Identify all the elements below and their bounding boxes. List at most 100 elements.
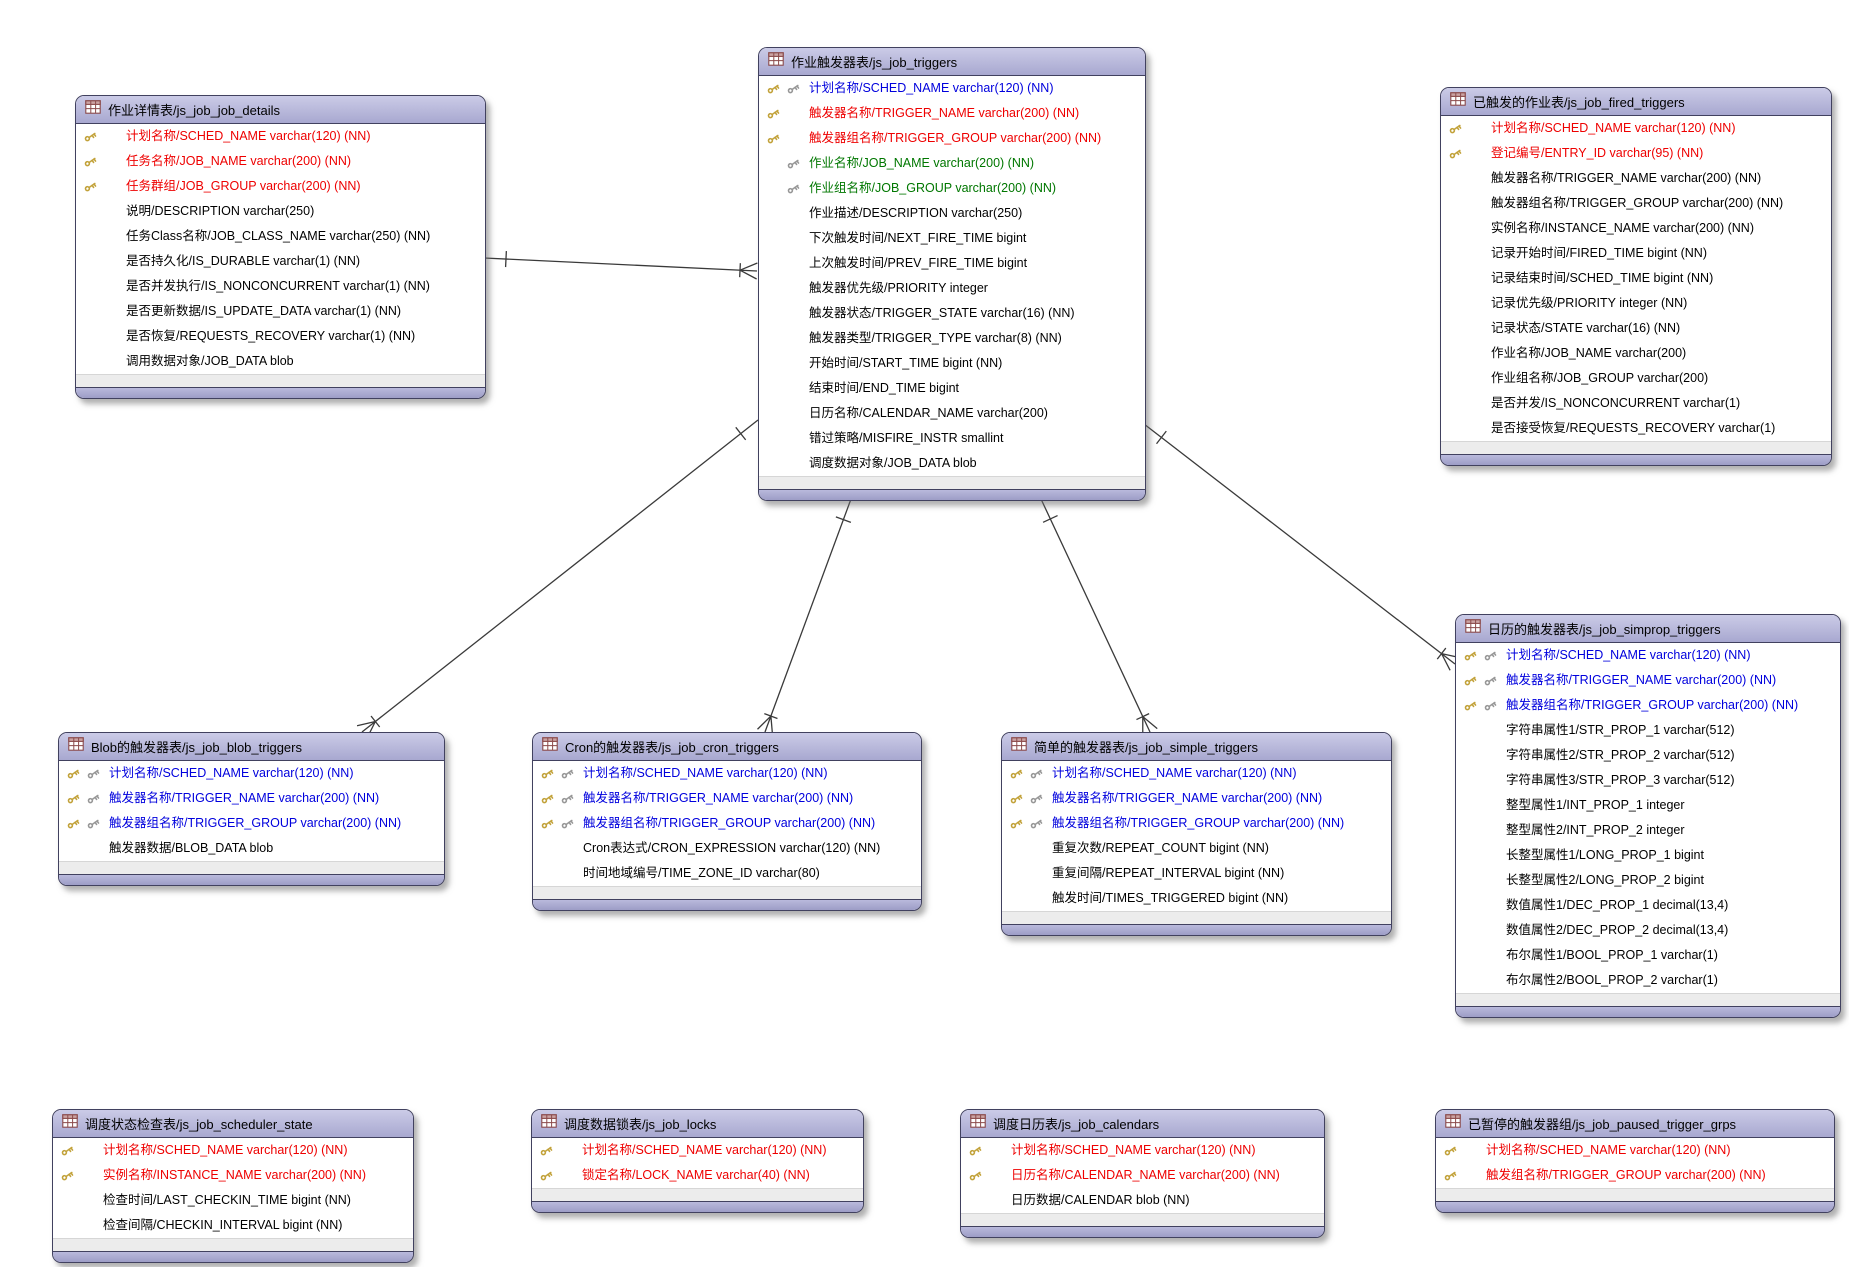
table-header-js_job_locks[interactable]: 调度数据锁表/js_job_locks	[532, 1110, 863, 1138]
field-row[interactable]: 计划名称/SCHED_NAME varchar(120) (NN)	[53, 1138, 413, 1163]
field-row[interactable]: 作业描述/DESCRIPTION varchar(250)	[759, 201, 1145, 226]
field-row[interactable]: 作业组名称/JOB_GROUP varchar(200)	[1441, 366, 1831, 391]
field-row[interactable]: 是否更新数据/IS_UPDATE_DATA varchar(1) (NN)	[76, 299, 485, 324]
field-row[interactable]: 是否并发执行/IS_NONCONCURRENT varchar(1) (NN)	[76, 274, 485, 299]
field-row[interactable]: 触发组名称/TRIGGER_GROUP varchar(200) (NN)	[1436, 1163, 1834, 1188]
table-header-js_job_scheduler_state[interactable]: 调度状态检查表/js_job_scheduler_state	[53, 1110, 413, 1138]
field-row[interactable]: 锁定名称/LOCK_NAME varchar(40) (NN)	[532, 1163, 863, 1188]
field-row[interactable]: 任务名称/JOB_NAME varchar(200) (NN)	[76, 149, 485, 174]
field-row[interactable]: 作业组名称/JOB_GROUP varchar(200) (NN)	[759, 176, 1145, 201]
field-row[interactable]: 任务群组/JOB_GROUP varchar(200) (NN)	[76, 174, 485, 199]
field-row[interactable]: 触发器名称/TRIGGER_NAME varchar(200) (NN)	[1002, 786, 1391, 811]
field-row[interactable]: 日历数据/CALENDAR blob (NN)	[961, 1188, 1324, 1213]
field-row[interactable]: 触发器名称/TRIGGER_NAME varchar(200) (NN)	[1456, 668, 1840, 693]
field-row[interactable]: 记录状态/STATE varchar(16) (NN)	[1441, 316, 1831, 341]
field-row[interactable]: 字符串属性2/STR_PROP_2 varchar(512)	[1456, 743, 1840, 768]
field-row[interactable]: 触发器组名称/TRIGGER_GROUP varchar(200) (NN)	[1002, 811, 1391, 836]
field-row[interactable]: 调用数据对象/JOB_DATA blob	[76, 349, 485, 374]
field-row[interactable]: 计划名称/SCHED_NAME varchar(120) (NN)	[1441, 116, 1831, 141]
field-row[interactable]: 整型属性2/INT_PROP_2 integer	[1456, 818, 1840, 843]
field-row[interactable]: 触发器组名称/TRIGGER_GROUP varchar(200) (NN)	[1456, 693, 1840, 718]
field-row[interactable]: 计划名称/SCHED_NAME varchar(120) (NN)	[533, 761, 921, 786]
field-row[interactable]: 登记编号/ENTRY_ID varchar(95) (NN)	[1441, 141, 1831, 166]
field-row[interactable]: 触发器类型/TRIGGER_TYPE varchar(8) (NN)	[759, 326, 1145, 351]
field-row[interactable]: 记录优先级/PRIORITY integer (NN)	[1441, 291, 1831, 316]
field-row[interactable]: 触发器状态/TRIGGER_STATE varchar(16) (NN)	[759, 301, 1145, 326]
field-row[interactable]: 触发器名称/TRIGGER_NAME varchar(200) (NN)	[759, 101, 1145, 126]
field-row[interactable]: 是否持久化/IS_DURABLE varchar(1) (NN)	[76, 249, 485, 274]
field-row[interactable]: 计划名称/SCHED_NAME varchar(120) (NN)	[532, 1138, 863, 1163]
field-row[interactable]: 重复间隔/REPEAT_INTERVAL bigint (NN)	[1002, 861, 1391, 886]
field-row[interactable]: 长整型属性1/LONG_PROP_1 bigint	[1456, 843, 1840, 868]
field-row[interactable]: 数值属性1/DEC_PROP_1 decimal(13,4)	[1456, 893, 1840, 918]
field-row[interactable]: 时间地域编号/TIME_ZONE_ID varchar(80)	[533, 861, 921, 886]
table-header-js_job_cron_triggers[interactable]: Cron的触发器表/js_job_cron_triggers	[533, 733, 921, 761]
field-row[interactable]: 数值属性2/DEC_PROP_2 decimal(13,4)	[1456, 918, 1840, 943]
table-header-js_job_job_details[interactable]: 作业详情表/js_job_job_details	[76, 96, 485, 124]
field-row[interactable]: 计划名称/SCHED_NAME varchar(120) (NN)	[961, 1138, 1324, 1163]
relation-triggers-to-blob-triggers[interactable]	[356, 419, 759, 739]
field-row[interactable]: 日历名称/CALENDAR_NAME varchar(200) (NN)	[961, 1163, 1324, 1188]
field-row[interactable]: 计划名称/SCHED_NAME varchar(120) (NN)	[1002, 761, 1391, 786]
field-row[interactable]: 触发器组名称/TRIGGER_GROUP varchar(200) (NN)	[59, 811, 444, 836]
field-row[interactable]: 字符串属性3/STR_PROP_3 varchar(512)	[1456, 768, 1840, 793]
field-row[interactable]: 下次触发时间/NEXT_FIRE_TIME bigint	[759, 226, 1145, 251]
table-header-js_job_paused_trigger_grps[interactable]: 已暂停的触发器组/js_job_paused_trigger_grps	[1436, 1110, 1834, 1138]
field-row[interactable]: 触发器组名称/TRIGGER_GROUP varchar(200) (NN)	[1441, 191, 1831, 216]
field-row[interactable]: 长整型属性2/LONG_PROP_2 bigint	[1456, 868, 1840, 893]
field-row[interactable]: 作业名称/JOB_NAME varchar(200) (NN)	[759, 151, 1145, 176]
field-row[interactable]: 触发器名称/TRIGGER_NAME varchar(200) (NN)	[1441, 166, 1831, 191]
table-header-js_job_triggers[interactable]: 作业触发器表/js_job_triggers	[759, 48, 1145, 76]
field-row[interactable]: 上次触发时间/PREV_FIRE_TIME bigint	[759, 251, 1145, 276]
field-row[interactable]: 实例名称/INSTANCE_NAME varchar(200) (NN)	[53, 1163, 413, 1188]
field-row[interactable]: 日历名称/CALENDAR_NAME varchar(200)	[759, 401, 1145, 426]
table-header-js_job_blob_triggers[interactable]: Blob的触发器表/js_job_blob_triggers	[59, 733, 444, 761]
field-row[interactable]: 任务Class名称/JOB_CLASS_NAME varchar(250) (N…	[76, 224, 485, 249]
field-row[interactable]: 检查间隔/CHECKIN_INTERVAL bigint (NN)	[53, 1213, 413, 1238]
relation-triggers-to-simple-triggers[interactable]	[1040, 498, 1158, 736]
field-row[interactable]: 计划名称/SCHED_NAME varchar(120) (NN)	[1456, 643, 1840, 668]
field-row[interactable]: 作业名称/JOB_NAME varchar(200)	[1441, 341, 1831, 366]
field-row[interactable]: 实例名称/INSTANCE_NAME varchar(200) (NN)	[1441, 216, 1831, 241]
relation-triggers-to-cron-triggers[interactable]	[757, 498, 852, 735]
relation-triggers-to-simprop-triggers[interactable]	[1143, 423, 1461, 671]
field-row[interactable]: 开始时间/START_TIME bigint (NN)	[759, 351, 1145, 376]
field-row[interactable]: 布尔属性1/BOOL_PROP_1 varchar(1)	[1456, 943, 1840, 968]
field-row[interactable]: 是否恢复/REQUESTS_RECOVERY varchar(1) (NN)	[76, 324, 485, 349]
field-row[interactable]: 计划名称/SCHED_NAME varchar(120) (NN)	[1436, 1138, 1834, 1163]
field-row[interactable]: 调度数据对象/JOB_DATA blob	[759, 451, 1145, 476]
field-row[interactable]: 结束时间/END_TIME bigint	[759, 376, 1145, 401]
field-row[interactable]: 触发器名称/TRIGGER_NAME varchar(200) (NN)	[59, 786, 444, 811]
table-header-js_job_fired_triggers[interactable]: 已触发的作业表/js_job_fired_triggers	[1441, 88, 1831, 116]
field-row[interactable]: 触发时间/TIMES_TRIGGERED bigint (NN)	[1002, 886, 1391, 911]
field-row[interactable]: 重复次数/REPEAT_COUNT bigint (NN)	[1002, 836, 1391, 861]
field-row[interactable]: 计划名称/SCHED_NAME varchar(120) (NN)	[76, 124, 485, 149]
field-row[interactable]: 整型属性1/INT_PROP_1 integer	[1456, 793, 1840, 818]
field-row[interactable]: 触发器组名称/TRIGGER_GROUP varchar(200) (NN)	[759, 126, 1145, 151]
field-row[interactable]: 触发器数据/BLOB_DATA blob	[59, 836, 444, 861]
table-header-js_job_simprop_triggers[interactable]: 日历的触发器表/js_job_simprop_triggers	[1456, 615, 1840, 643]
field-row[interactable]: 布尔属性2/BOOL_PROP_2 varchar(1)	[1456, 968, 1840, 993]
field-row[interactable]: Cron表达式/CRON_EXPRESSION varchar(120) (NN…	[533, 836, 921, 861]
field-row[interactable]: 记录开始时间/FIRED_TIME bigint (NN)	[1441, 241, 1831, 266]
field-row[interactable]: 错过策略/MISFIRE_INSTR smallint	[759, 426, 1145, 451]
relation-job-details-to-triggers[interactable]	[483, 251, 758, 280]
field-row[interactable]: 触发器名称/TRIGGER_NAME varchar(200) (NN)	[533, 786, 921, 811]
field-row[interactable]: 字符串属性1/STR_PROP_1 varchar(512)	[1456, 718, 1840, 743]
field-row[interactable]: 触发器组名称/TRIGGER_GROUP varchar(200) (NN)	[533, 811, 921, 836]
field-row[interactable]: 是否并发/IS_NONCONCURRENT varchar(1)	[1441, 391, 1831, 416]
table-header-js_job_calendars[interactable]: 调度日历表/js_job_calendars	[961, 1110, 1324, 1138]
field-row[interactable]: 记录结束时间/SCHED_TIME bigint (NN)	[1441, 266, 1831, 291]
field-row[interactable]: 触发器优先级/PRIORITY integer	[759, 276, 1145, 301]
